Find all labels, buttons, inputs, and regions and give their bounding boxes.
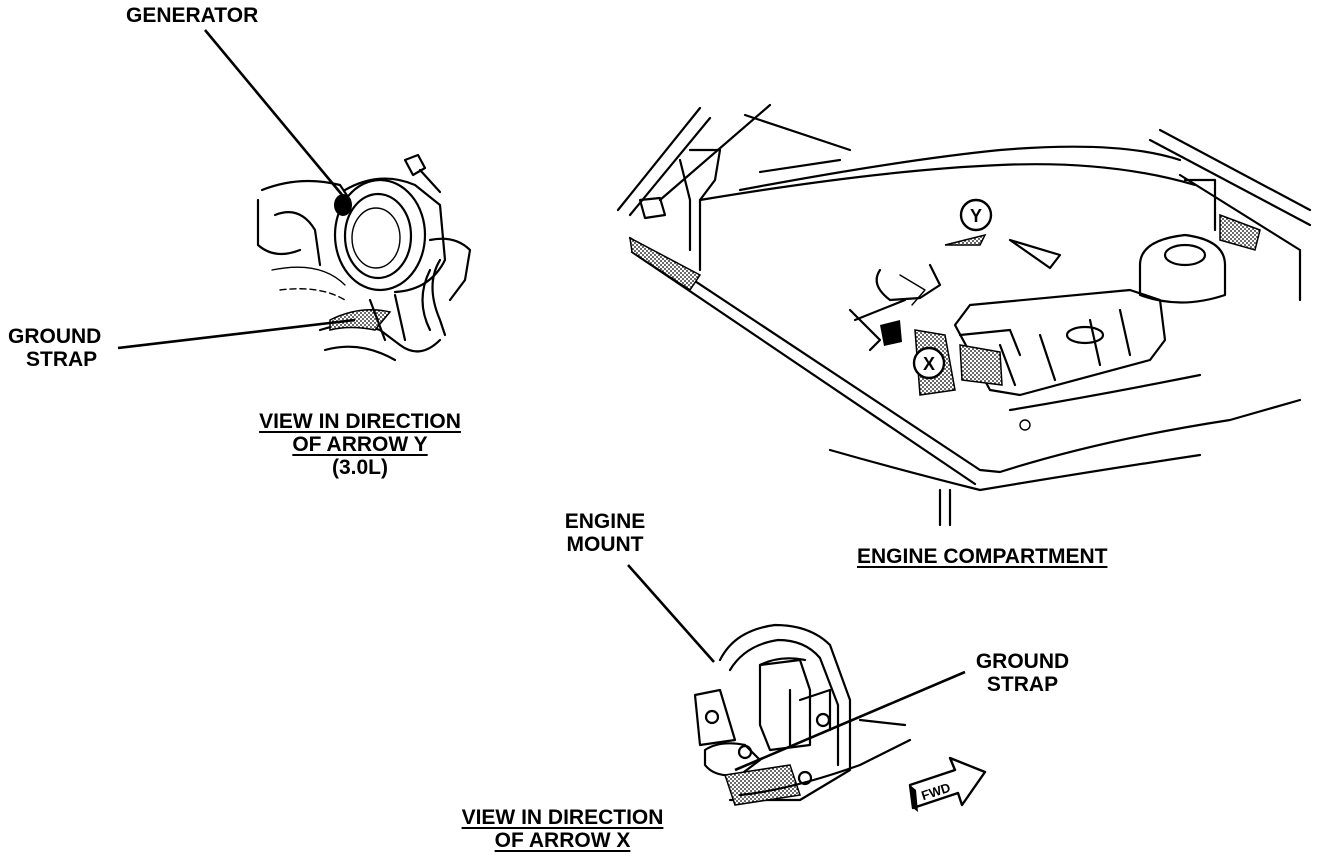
engine-compartment-caption: ENGINE COMPARTMENT [857, 545, 1108, 568]
generator-leader-line [204, 29, 344, 197]
view-x-caption-line-1: VIEW IN DIRECTION [461, 806, 664, 829]
ground-strap-top-leader-line [117, 318, 356, 350]
arrow-y-letter: Y [970, 206, 982, 226]
forward-direction-arrow: FWD [908, 756, 987, 812]
generator-label: GENERATOR [126, 4, 259, 27]
arrow-x-marker: X [912, 346, 946, 380]
engine-mount-view-illustration [693, 623, 912, 806]
ground-strap-top-label: GROUND STRAP [8, 325, 101, 371]
ground-strap-bottom-line-2: STRAP [986, 673, 1059, 696]
engine-compartment-illustration [616, 103, 1312, 527]
view-y-caption-line-2: OF ARROW Y [292, 433, 428, 456]
view-y-caption-line-1: VIEW IN DIRECTION [259, 410, 461, 433]
engine-mount-line-2: MOUNT [566, 533, 644, 556]
ground-strap-top-line-1: GROUND [8, 325, 102, 348]
engine-mount-label: ENGINE MOUNT [550, 510, 660, 556]
ground-strap-bottom-line-1: GROUND [975, 650, 1070, 673]
view-x-caption: VIEW IN DIRECTION OF ARROW X [440, 806, 685, 852]
arrow-y-marker: Y [959, 198, 993, 232]
engine-mount-line-1: ENGINE [564, 510, 646, 533]
engine-mount-leader-line [627, 564, 715, 663]
ground-strap-top-line-2: STRAP [26, 348, 98, 371]
arrow-x-letter: X [923, 354, 935, 374]
generator-view-illustration [256, 153, 472, 362]
view-x-caption-line-2: OF ARROW X [494, 829, 631, 852]
view-y-caption-line-3: (3.0L) [331, 456, 388, 479]
view-y-caption: VIEW IN DIRECTION OF ARROW Y (3.0L) [240, 410, 480, 479]
ground-strap-bottom-label: GROUND STRAP [965, 650, 1080, 696]
ground-strap-bottom-leader-line [734, 670, 966, 772]
